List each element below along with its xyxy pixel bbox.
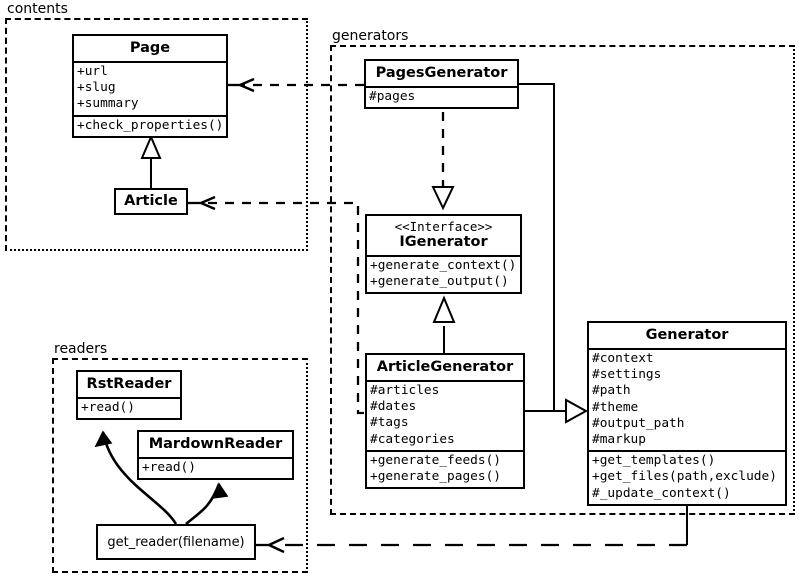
class-page-separator-2 bbox=[74, 114, 226, 117]
class-igenerator-name: IGenerator bbox=[399, 234, 488, 250]
package-readers-border bbox=[52, 358, 308, 573]
class-igenerator-operations: +generate_context() +generate_output() bbox=[367, 257, 520, 292]
function-get-reader[interactable]: get_reader(filename) bbox=[96, 524, 256, 560]
class-mardown-reader[interactable]: MardownReader +read() bbox=[137, 430, 294, 481]
package-contents-border-inner bbox=[5, 18, 308, 251]
class-member: #pages bbox=[369, 89, 416, 104]
class-member: +generate_pages() bbox=[370, 469, 501, 485]
class-member: +check_properties() bbox=[77, 117, 224, 133]
class-member: #theme bbox=[592, 399, 639, 415]
package-generators-label: generators bbox=[331, 28, 410, 44]
class-igenerator[interactable]: <<Interface>> IGenerator +generate_conte… bbox=[365, 214, 522, 295]
class-rst-reader[interactable]: RstReader +read() bbox=[76, 370, 182, 421]
function-get-reader-label: get_reader(filename) bbox=[107, 534, 245, 550]
class-member: +read() bbox=[81, 400, 135, 415]
class-member: #dates bbox=[370, 399, 417, 415]
class-generator[interactable]: Generator #context #settings #path #them… bbox=[587, 321, 787, 506]
class-member: +generate_feeds() bbox=[370, 452, 501, 468]
class-generator-attributes: #context #settings #path #theme #output_… bbox=[589, 350, 785, 450]
class-member: #markup bbox=[592, 432, 646, 448]
class-member: #categories bbox=[370, 431, 455, 447]
class-article-generator-separator-1 bbox=[367, 380, 523, 382]
class-page-operations: +check_properties() bbox=[74, 117, 226, 136]
class-generator-operations: +get_templates() +get_files(path,exclude… bbox=[589, 452, 785, 504]
class-rst-reader-name: RstReader bbox=[86, 376, 172, 392]
class-article-generator-attributes: #articles #dates #tags #categories bbox=[367, 382, 523, 450]
class-mardown-reader-separator-1 bbox=[139, 457, 292, 459]
class-member: +get_templates() bbox=[592, 453, 716, 469]
class-pages-generator-name: PagesGenerator bbox=[375, 65, 508, 81]
class-generator-name: Generator bbox=[645, 327, 729, 343]
class-member: +slug bbox=[77, 80, 116, 96]
class-page[interactable]: Page +url +slug +summary +check_properti… bbox=[72, 34, 228, 138]
class-mardown-reader-name: MardownReader bbox=[148, 436, 283, 452]
class-igenerator-stereotype: <<Interface>> bbox=[394, 219, 493, 234]
class-article-generator[interactable]: ArticleGenerator #articles #dates #tags … bbox=[365, 353, 525, 490]
class-member: #settings bbox=[592, 367, 662, 383]
class-member: #articles bbox=[370, 383, 440, 398]
class-igenerator-header: <<Interface>> IGenerator bbox=[367, 216, 520, 255]
class-pages-generator[interactable]: PagesGenerator #pages bbox=[364, 59, 519, 110]
class-pages-generator-attributes: #pages bbox=[366, 88, 517, 107]
class-igenerator-separator-1 bbox=[367, 255, 520, 257]
class-member: #context bbox=[592, 351, 654, 366]
class-generator-separator-2 bbox=[589, 450, 785, 453]
package-contents-label: contents bbox=[6, 1, 69, 17]
class-member: +url bbox=[77, 64, 108, 79]
class-article-generator-operations: +generate_feeds() +generate_pages() bbox=[367, 452, 523, 487]
class-article-generator-name: ArticleGenerator bbox=[376, 359, 514, 375]
class-member: +get_files(path,exclude) bbox=[592, 469, 777, 485]
class-rst-reader-operations: +read() bbox=[78, 399, 180, 418]
class-member: +generate_output() bbox=[370, 274, 509, 290]
class-member: +read() bbox=[142, 460, 196, 475]
class-mardown-reader-operations: +read() bbox=[139, 459, 292, 478]
package-readers-label: readers bbox=[53, 341, 109, 357]
class-member: #tags bbox=[370, 415, 409, 431]
class-member: #output_path bbox=[592, 415, 685, 431]
class-member: +summary bbox=[77, 96, 139, 112]
class-page-attributes: +url +slug +summary bbox=[74, 63, 226, 115]
class-rst-reader-separator-1 bbox=[78, 397, 180, 399]
class-generator-separator-1 bbox=[589, 348, 785, 350]
class-article-name: Article bbox=[124, 193, 178, 209]
class-member: +generate_context() bbox=[370, 258, 517, 273]
class-page-separator-1 bbox=[74, 61, 226, 63]
class-pages-generator-separator-1 bbox=[366, 86, 517, 88]
class-article[interactable]: Article bbox=[114, 188, 188, 215]
class-member: #_update_context() bbox=[592, 485, 731, 501]
class-member: #path bbox=[592, 383, 631, 399]
class-article-generator-separator-2 bbox=[367, 449, 523, 452]
class-page-name: Page bbox=[129, 40, 171, 56]
